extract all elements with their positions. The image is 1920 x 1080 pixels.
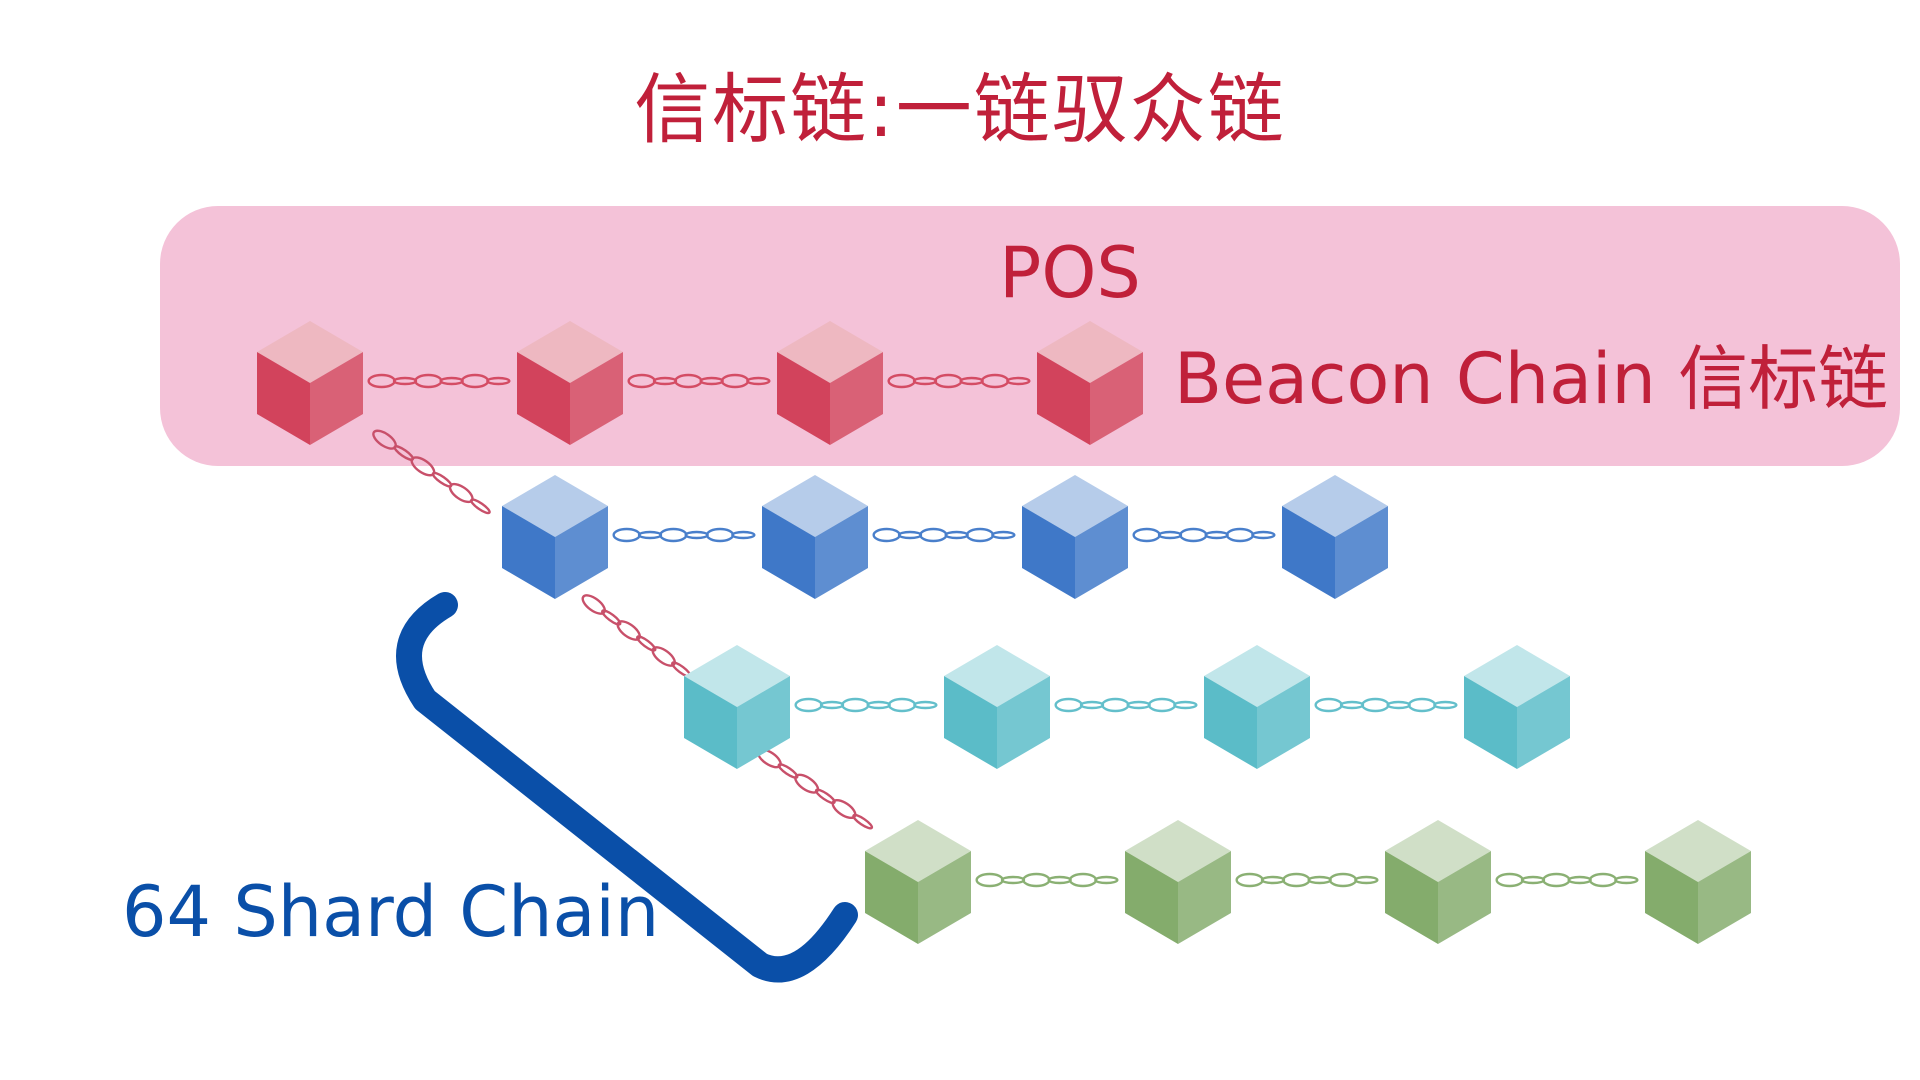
shard-blue-block-1 bbox=[502, 475, 608, 599]
chain-link-3-1 bbox=[1235, 872, 1379, 888]
shard-green-block-2 bbox=[1125, 820, 1231, 944]
chain-link-0-0 bbox=[367, 373, 511, 389]
chain-link-0-1 bbox=[627, 373, 771, 389]
beacon-block-4 bbox=[1037, 321, 1143, 445]
pos-label: POS bbox=[999, 232, 1141, 314]
shard-green-block-4 bbox=[1645, 820, 1751, 944]
crosslink-beacon-to-blue bbox=[372, 429, 491, 515]
beacon-block-2 bbox=[517, 321, 623, 445]
shard-teal-block-4 bbox=[1464, 645, 1570, 769]
shard-teal-block-2 bbox=[944, 645, 1050, 769]
chain-link-0-2 bbox=[887, 373, 1031, 389]
shard-chain-label: 64 Shard Chain bbox=[122, 871, 660, 953]
shard-green-block-1 bbox=[865, 820, 971, 944]
shard-teal-block-1 bbox=[684, 645, 790, 769]
shard-green-block-3 bbox=[1385, 820, 1491, 944]
shard-brace bbox=[396, 592, 858, 983]
chain-link-3-2 bbox=[1495, 872, 1639, 888]
beacon-block-3 bbox=[777, 321, 883, 445]
crosslink-teal-to-green bbox=[756, 748, 874, 830]
beacon-block-1 bbox=[257, 321, 363, 445]
chain-link-2-2 bbox=[1314, 697, 1458, 713]
shard-blue-block-4 bbox=[1282, 475, 1388, 599]
crosslink-blue-to-teal bbox=[581, 594, 692, 678]
shard-blue-block-2 bbox=[762, 475, 868, 599]
chain-link-1-1 bbox=[872, 527, 1016, 543]
shard-teal-block-3 bbox=[1204, 645, 1310, 769]
chain-link-1-0 bbox=[612, 527, 756, 543]
beacon-chain-band bbox=[160, 206, 1900, 466]
chain-link-2-1 bbox=[1054, 697, 1198, 713]
shard-blue-block-3 bbox=[1022, 475, 1128, 599]
chain-link-3-0 bbox=[975, 872, 1119, 888]
page-title: 信标链:一链驭众链 bbox=[634, 65, 1286, 154]
beacon-chain-label: Beacon Chain 信标链 bbox=[1174, 338, 1889, 420]
chain-link-2-0 bbox=[794, 697, 938, 713]
chain-link-1-2 bbox=[1132, 527, 1276, 543]
